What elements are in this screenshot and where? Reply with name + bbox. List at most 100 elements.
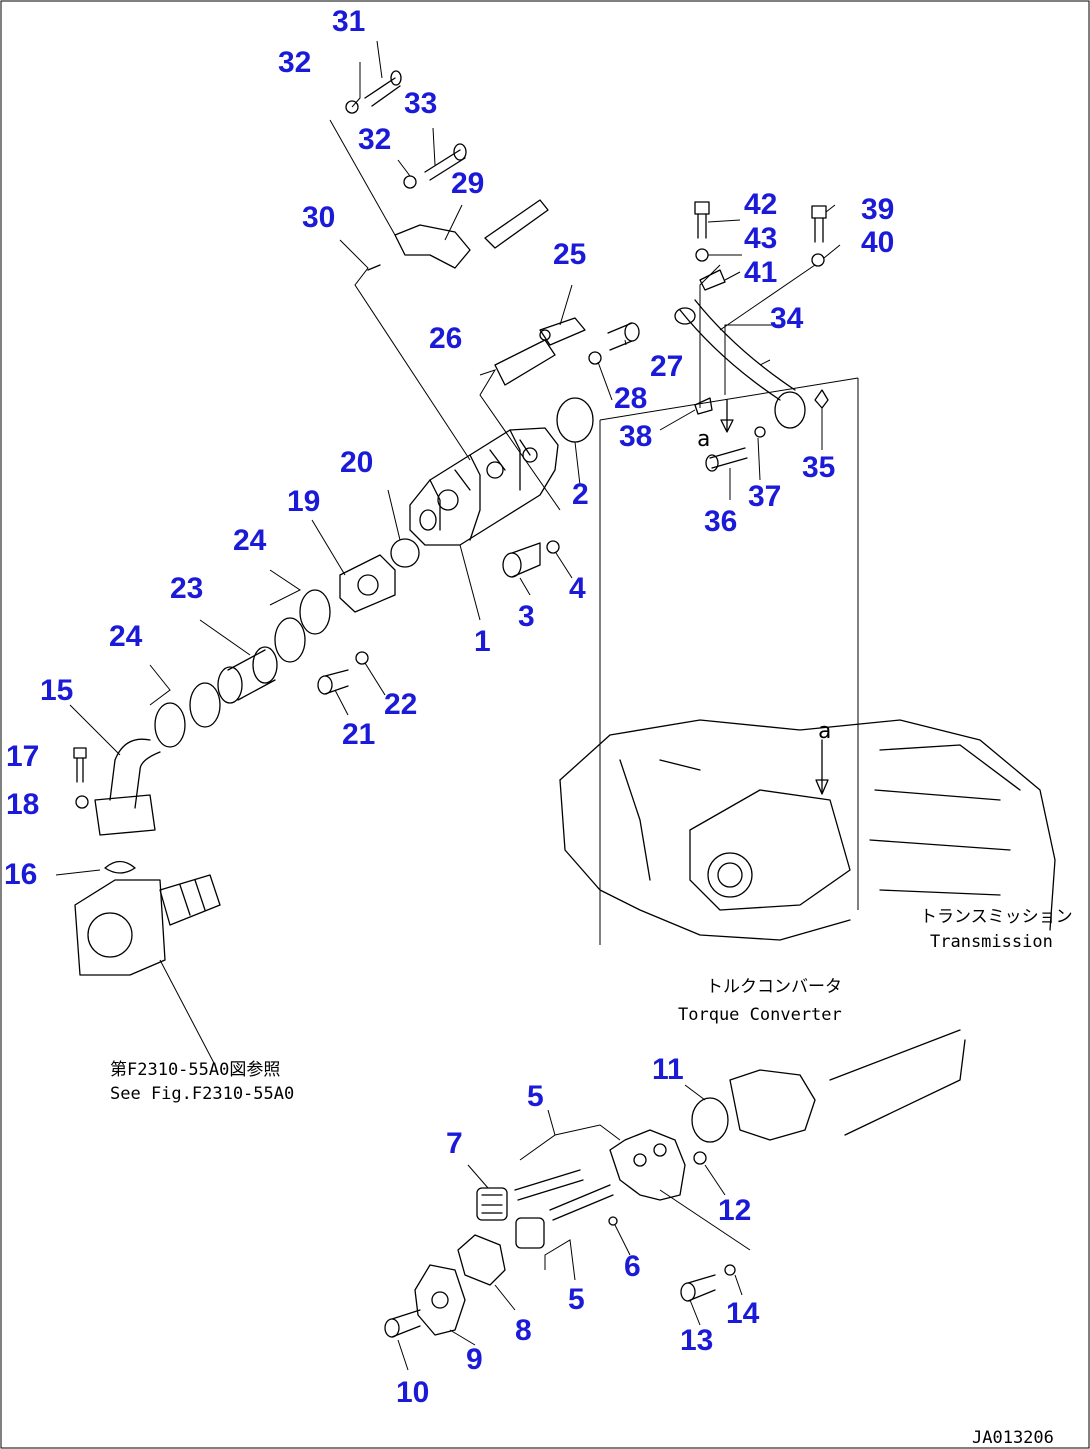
callout-numbers: 1 2 3 4 5 5 6 7 8 9 10 11 12 13 14 15 16… <box>4 5 894 1409</box>
callout-4: 4 <box>569 572 586 605</box>
callout-15: 15 <box>40 674 73 707</box>
callout-38: 38 <box>619 420 652 453</box>
callout-21: 21 <box>342 718 375 751</box>
view-mark-lower: a <box>818 719 831 744</box>
elbow-tube-15 <box>94 738 161 836</box>
callout-32b: 32 <box>358 123 391 156</box>
callout-12: 12 <box>718 1194 751 1227</box>
leader-lines <box>55 40 841 1371</box>
transmission-assembly <box>559 719 1056 941</box>
callout-31: 31 <box>332 5 365 38</box>
gear-7 <box>476 1187 508 1221</box>
cover-9 <box>414 1264 466 1336</box>
washer-28 <box>588 351 602 365</box>
transmission-label-en: Transmission <box>930 932 1053 952</box>
callout-40: 40 <box>861 226 894 259</box>
callout-24a: 24 <box>233 524 267 557</box>
callout-25: 25 <box>553 238 586 271</box>
transmission-label-jp: トランスミッション <box>920 907 1073 927</box>
callout-20: 20 <box>340 446 373 479</box>
bolt-10 <box>384 1309 421 1338</box>
pipe-25 <box>539 317 586 346</box>
callout-16: 16 <box>4 858 37 891</box>
see-figure-label-en: See Fig.F2310-55A0 <box>110 1084 294 1104</box>
callout-1: 1 <box>474 625 491 658</box>
see-figure-label-jp: 第F2310-55A0図参照 <box>110 1060 280 1080</box>
main-pump <box>409 427 559 546</box>
gasket-11 <box>691 1097 729 1143</box>
callout-23: 23 <box>170 572 203 605</box>
callout-37: 37 <box>748 480 781 513</box>
bolt-42 <box>694 201 710 239</box>
callout-26: 26 <box>429 322 462 355</box>
clamp-24b <box>154 682 221 748</box>
callout-32a: 32 <box>278 46 311 79</box>
callout-18: 18 <box>6 788 39 821</box>
callout-8: 8 <box>515 1314 532 1347</box>
clamp-41 <box>699 269 726 291</box>
clip-38 <box>694 397 713 415</box>
callout-35: 35 <box>802 451 835 484</box>
drawing-code: JA013206 <box>972 1428 1054 1448</box>
washer-32a <box>345 100 359 114</box>
referenced-pump <box>74 874 221 976</box>
callout-27: 27 <box>650 350 683 383</box>
callout-11: 11 <box>652 1053 684 1086</box>
callout-3: 3 <box>518 600 535 633</box>
bolt-27 <box>607 322 640 351</box>
callout-13: 13 <box>680 1324 713 1357</box>
view-mark-upper: a <box>697 427 710 452</box>
o-ring-12 <box>693 1151 707 1165</box>
plate-8 <box>457 1234 506 1286</box>
o-ring-20 <box>390 538 420 568</box>
bolt-31 <box>364 70 402 107</box>
bolt-13 <box>680 1274 716 1302</box>
view-arrowhead-upper <box>720 419 734 433</box>
clamp-24a <box>274 589 331 663</box>
bolt-33 <box>424 143 467 181</box>
callout-10: 10 <box>396 1376 429 1409</box>
washer-14 <box>724 1264 736 1276</box>
washer-32b <box>403 175 417 189</box>
washer-43 <box>695 248 709 262</box>
washer-22 <box>355 651 369 665</box>
callout-19: 19 <box>287 485 320 518</box>
callout-29: 29 <box>451 167 484 200</box>
fitting-36 <box>705 447 748 472</box>
callout-6: 6 <box>624 1250 641 1283</box>
bolt-17 <box>73 747 87 783</box>
elbow-29 <box>394 199 549 269</box>
callout-34: 34 <box>770 302 804 335</box>
callout-7: 7 <box>446 1127 463 1160</box>
callout-43: 43 <box>744 222 777 255</box>
callout-41: 41 <box>744 256 777 289</box>
flange-19 <box>339 554 396 613</box>
callout-5a: 5 <box>527 1080 544 1113</box>
o-ring-35 <box>814 389 829 409</box>
shaft-5a <box>514 1169 584 1201</box>
gasket-16 <box>104 860 136 874</box>
washer-18 <box>75 795 89 809</box>
bolt-3 <box>502 542 541 578</box>
tube-34 <box>674 299 806 429</box>
shaft-5b <box>549 1184 614 1221</box>
frame-line-top <box>599 377 859 421</box>
callout-22: 22 <box>384 688 417 721</box>
callout-30: 30 <box>302 201 335 234</box>
washer-40 <box>811 253 825 267</box>
washer-4 <box>546 540 560 554</box>
callout-2: 2 <box>572 478 589 511</box>
bolt-21 <box>317 669 349 695</box>
callout-33: 33 <box>404 87 437 120</box>
callout-24b: 24 <box>109 620 143 653</box>
pipe-bracket-26 <box>494 339 556 386</box>
pin-6 <box>608 1216 618 1226</box>
callout-17: 17 <box>6 740 39 773</box>
bolt-39 <box>811 205 827 243</box>
washer-37 <box>754 426 766 438</box>
callout-39: 39 <box>861 193 894 226</box>
view-arrowhead-lower <box>815 779 829 795</box>
